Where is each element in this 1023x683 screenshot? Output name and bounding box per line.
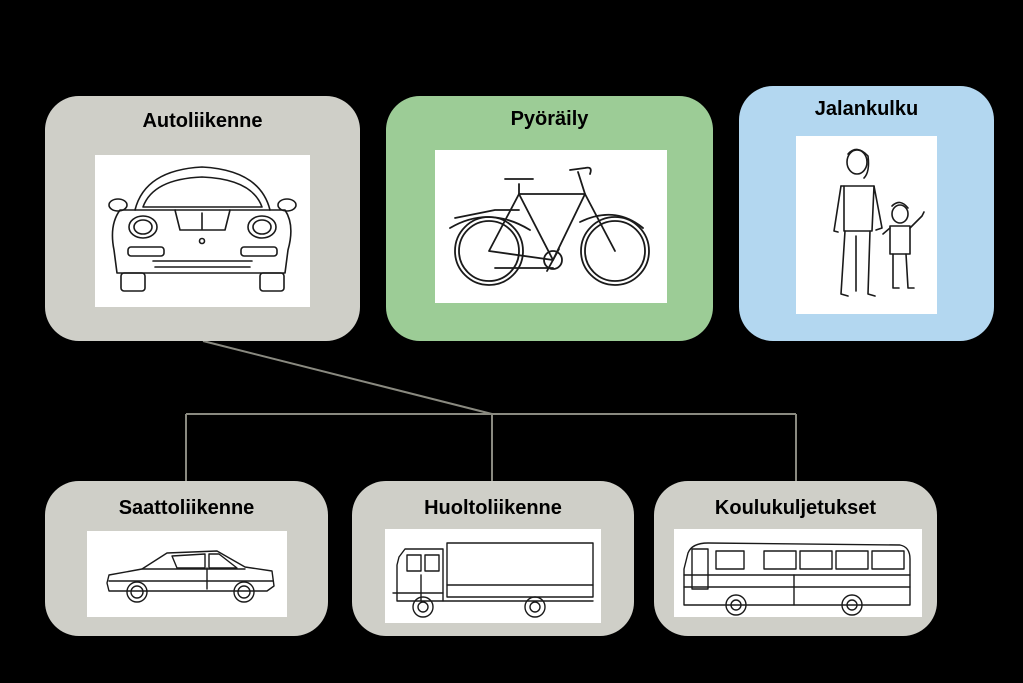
school-transport-box: Koulukuljetukset bbox=[654, 481, 937, 636]
school-transport-title: Koulukuljetukset bbox=[714, 497, 877, 519]
sedan-image-panel bbox=[87, 531, 287, 617]
car-image-panel bbox=[95, 155, 310, 307]
car-traffic-box: Autoliikenne bbox=[45, 96, 360, 341]
sedan-icon bbox=[106, 550, 275, 603]
truck-icon bbox=[392, 542, 594, 618]
bus-icon bbox=[683, 542, 911, 616]
sports-car-icon bbox=[108, 166, 297, 292]
cycling-title: Pyöräily bbox=[510, 108, 589, 130]
truck-image-panel bbox=[385, 529, 601, 623]
bicycle-image-panel bbox=[435, 150, 667, 303]
dropoff-traffic-title: Saattoliikenne bbox=[118, 497, 255, 519]
service-traffic-box: Huoltoliikenne bbox=[352, 481, 634, 636]
walking-box: Jalankulku bbox=[739, 86, 994, 341]
pedestrians-image-panel bbox=[796, 136, 937, 314]
cycling-box: Pyöräily bbox=[386, 96, 713, 341]
walking-title: Jalankulku bbox=[814, 98, 919, 120]
dropoff-traffic-box: Saattoliikenne bbox=[45, 481, 328, 636]
bus-image-panel bbox=[674, 529, 922, 617]
car-traffic-title: Autoliikenne bbox=[142, 110, 263, 132]
pedestrians-icon bbox=[833, 148, 925, 297]
bicycle-icon bbox=[449, 166, 650, 286]
service-traffic-title: Huoltoliikenne bbox=[424, 497, 562, 519]
